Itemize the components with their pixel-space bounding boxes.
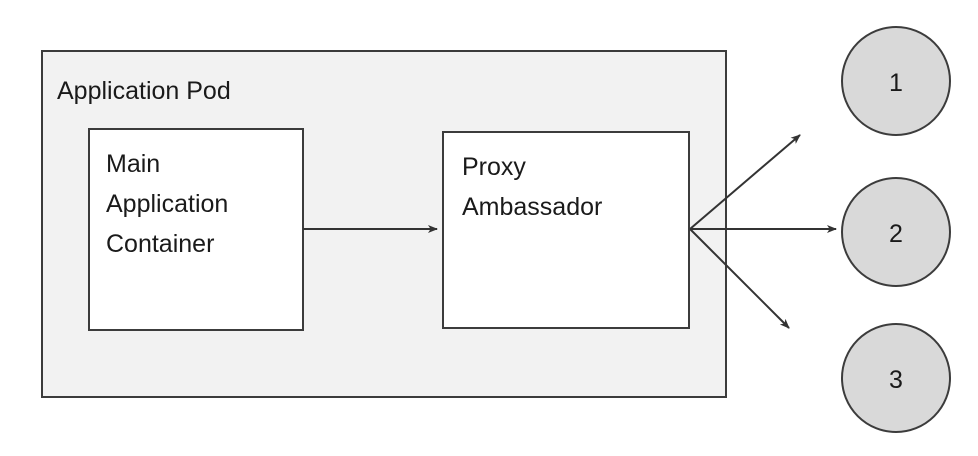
application-pod-label: Application Pod	[57, 77, 231, 105]
proxy-ambassador-label-line1: Proxy	[462, 153, 526, 181]
endpoint-1-circle[interactable]	[841, 26, 951, 136]
edge-proxy-to-endpoint-1-arrow[interactable]	[689, 134, 801, 230]
endpoint-2-label: 2	[889, 220, 903, 248]
main-application-container-label-line3: Container	[106, 230, 214, 258]
endpoint-2-group[interactable]: 2	[841, 177, 951, 287]
main-application-container-group[interactable]: Main Application Container	[88, 128, 304, 331]
endpoint-3-label: 3	[889, 366, 903, 394]
endpoint-2-circle[interactable]	[841, 177, 951, 287]
endpoint-1-group[interactable]: 1	[841, 26, 951, 136]
endpoint-3-group[interactable]: 3	[841, 323, 951, 433]
endpoint-3-circle[interactable]	[841, 323, 951, 433]
edge-proxy-to-endpoint-3-arrow[interactable]	[689, 228, 790, 329]
endpoint-1-label: 1	[889, 69, 903, 97]
main-application-container-box[interactable]	[88, 128, 304, 331]
proxy-ambassador-label-line2: Ambassador	[462, 193, 602, 221]
proxy-ambassador-group[interactable]: Proxy Ambassador	[442, 131, 690, 329]
proxy-ambassador-box[interactable]	[442, 131, 690, 329]
main-application-container-label-line2: Application	[106, 190, 228, 218]
main-application-container-label-line1: Main	[106, 150, 160, 178]
